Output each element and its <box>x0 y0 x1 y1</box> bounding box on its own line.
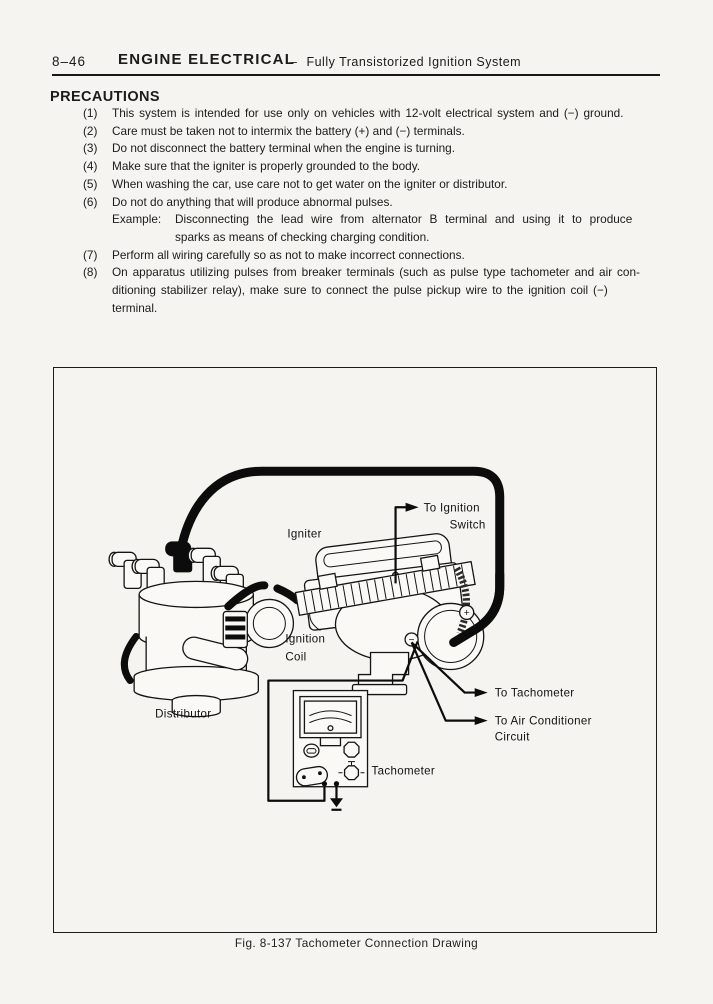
item-number: (3) <box>83 141 98 156</box>
item-number: (1) <box>83 106 98 120</box>
calibration-knob <box>343 765 360 781</box>
distributor-cap-top <box>138 580 254 609</box>
item-number: (8) <box>83 265 98 280</box>
minus-terminal-icon <box>404 632 419 647</box>
to-air-conditioner-label: To Air Conditioner <box>495 716 592 728</box>
ignition-coil-label: Ignition <box>285 633 325 645</box>
to-ignition-switch-label2: Switch <box>450 519 486 531</box>
meter-scale-arc <box>309 717 352 724</box>
arrow-right-icon <box>405 502 419 512</box>
item-text: Do not disconnect the battery terminal w… <box>112 141 455 156</box>
arrow-right-icon <box>474 688 488 697</box>
signal-cable <box>224 581 269 611</box>
item-text: Do not do anything that will produce abn… <box>112 194 393 209</box>
item-text: On apparatus utilizing pulses from break… <box>112 265 640 280</box>
figure-caption: Fig. 8-137 Tachometer Connection Drawing <box>234 936 479 950</box>
distributor-drawing <box>108 541 295 718</box>
precautions-heading: PRECAUTIONS <box>50 89 160 105</box>
knob-ticks <box>338 761 365 774</box>
selector-knob <box>343 741 360 758</box>
list-item: (6) Do not do anything that will produce… <box>83 194 713 212</box>
meter-tab <box>319 736 342 747</box>
plus-symbol: + <box>464 608 470 619</box>
item-number: (4) <box>83 159 98 174</box>
list-item: (8) On apparatus utilizing pulses from b… <box>83 264 713 282</box>
tachometer-pickup-line <box>410 641 476 694</box>
item-text-cont: ditioning stabilizer relay), make sure t… <box>112 283 608 298</box>
list-item: (1) This system is intended for use only… <box>83 105 713 123</box>
example-text: Disconnecting the lead wire from alterna… <box>175 212 633 227</box>
tachometer-drawing <box>292 689 369 788</box>
coil-face-ring <box>424 609 478 664</box>
signal-cable <box>273 584 302 605</box>
page-number: 8–46 <box>52 54 87 69</box>
header-rule <box>52 74 660 77</box>
title-dash: – <box>290 55 298 69</box>
tachometer-test-lead <box>267 641 419 802</box>
pad-screw <box>302 775 306 780</box>
figure-frame: − + <box>53 367 657 933</box>
item-text: Make sure that the igniter is properly g… <box>112 159 420 174</box>
connector-stripe <box>225 625 246 631</box>
adjust-screw <box>303 743 320 758</box>
item-number: (6) <box>83 194 98 209</box>
list-item: (5) When washing the car, use care not t… <box>83 176 713 194</box>
coil-hose <box>449 569 505 647</box>
item-text-cont: terminal. <box>112 300 158 315</box>
item-number: (7) <box>83 247 98 262</box>
arrow-right-icon <box>474 716 488 726</box>
terminal-post <box>321 781 328 787</box>
vacuum-advance-inner <box>252 606 286 640</box>
terminal-post <box>333 781 340 787</box>
subtitle-text: Fully Transistorized Ignition System <box>306 55 522 69</box>
item-text: This system is intended for use only on … <box>112 106 624 120</box>
pad-screw <box>318 771 322 776</box>
distributor-label: Distributor <box>155 709 211 721</box>
cap-tower-boot <box>165 541 193 573</box>
ignition-coil-drawing: − + <box>294 554 485 696</box>
to-air-conditioner-label2: Circuit <box>495 732 530 744</box>
heat-sink <box>294 554 476 617</box>
plug-wire <box>120 632 140 685</box>
item-text: When washing the car, use care not to ge… <box>112 176 508 191</box>
section-subtitle: –Fully Transistorized Ignition System <box>290 55 521 69</box>
list-item: (7) Perform all wiring carefully so as n… <box>83 247 713 265</box>
item-text: Care must be taken not to intermix the b… <box>112 123 465 138</box>
figure-drawing: − + <box>108 466 592 811</box>
ignition-switch-line <box>394 506 407 584</box>
distributor-shaft <box>171 700 221 718</box>
ac-circuit-line <box>410 642 476 722</box>
ground-icon <box>329 785 343 811</box>
igniter-label: Igniter <box>287 528 321 540</box>
example-row: Example: Disconnecting the lead wire fro… <box>112 211 713 229</box>
list-item: (2) Care must be taken not to intermix t… <box>83 123 713 141</box>
plus-terminal-icon <box>459 604 475 621</box>
precautions-list: (1) This system is intended for use only… <box>0 105 713 317</box>
list-item: (4) Make sure that the igniter is proper… <box>83 158 713 176</box>
section-title: ENGINE ELECTRICAL <box>118 51 296 68</box>
meter-pivot <box>327 725 334 732</box>
sink-bolt <box>317 572 338 590</box>
tachometer-label: Tachometer <box>372 766 436 778</box>
list-item: (3) Do not disconnect the battery termin… <box>83 140 713 158</box>
coil-strap <box>453 566 471 635</box>
meter-scale-arc <box>309 710 352 717</box>
item-text: Perform all wiring carefully so as not t… <box>112 247 465 262</box>
item-number: (5) <box>83 176 98 191</box>
item-number: (2) <box>83 123 98 138</box>
example-label: Example: <box>112 212 162 227</box>
connector-stripe <box>225 634 246 640</box>
to-tachometer-label: To Tachometer <box>495 688 575 700</box>
heat-sink-fins <box>303 564 466 613</box>
to-ignition-switch-label: To Ignition <box>424 502 480 514</box>
example-text-cont: sparks as means of checking charging con… <box>175 229 430 244</box>
adjust-screw-slot <box>306 748 317 754</box>
minus-symbol: − <box>409 635 415 646</box>
ignition-coil-label2: Coil <box>285 652 306 664</box>
sink-bolt <box>419 554 441 572</box>
vacuum-arm <box>182 636 249 671</box>
connector-stripe <box>225 616 246 622</box>
igniter-lid-line <box>323 540 442 568</box>
